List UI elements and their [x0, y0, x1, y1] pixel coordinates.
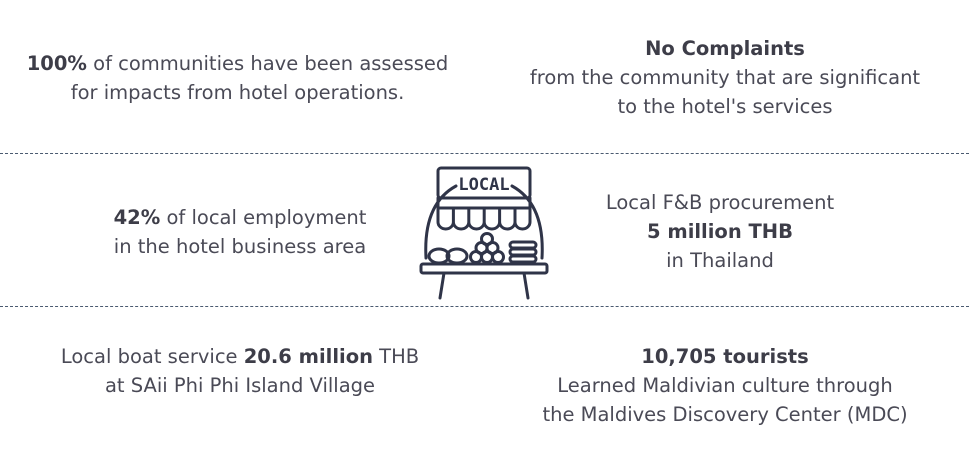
stat-text: of communities have been assessed [86, 52, 449, 75]
stat-communities-assessed: 100% of communities have been assessed f… [10, 49, 465, 107]
awning-top [436, 196, 532, 210]
stat-text-unit: THB [372, 345, 420, 368]
stat-value: No Complaints [645, 37, 805, 60]
arch-left [424, 184, 458, 260]
counter-top [419, 262, 549, 275]
counter-leg-left [438, 271, 446, 300]
stat-value: 100% [26, 52, 87, 75]
stat-value: 20.6 million [243, 345, 373, 368]
counter-leg-right [522, 271, 530, 300]
awning-scallops [436, 206, 532, 231]
stat-text-line3: the Maldives Discovery Center (MDC) [542, 403, 908, 426]
stat-text-line2: Learned Maldivian culture through [557, 374, 893, 397]
goods-ball [480, 232, 494, 246]
sign-text: LOCAL [458, 175, 509, 195]
stat-local-procurement: Local F&B procurement 5 million THB in T… [580, 188, 860, 275]
stat-local-employment: 42% of local employment in the hotel bus… [75, 203, 405, 261]
stat-local-boat-service: Local boat service 20.6 million THB at S… [30, 342, 450, 400]
stat-text-line2: from the community that are significant [529, 66, 921, 89]
stat-text: of local employment [160, 206, 367, 229]
stat-text: Local boat service [60, 345, 244, 368]
local-market-stall-icon: LOCAL [419, 166, 549, 300]
stat-text-line2: in the hotel business area [113, 235, 367, 258]
stat-text-line3: to the hotel's services [617, 95, 833, 118]
dashed-divider-top [0, 153, 969, 154]
stat-value: 10,705 tourists [641, 345, 809, 368]
stat-text-line3: in Thailand [666, 249, 774, 272]
dashed-divider-bottom [0, 306, 969, 307]
goods-plate [508, 247, 538, 257]
stat-tourists-mdc: 10,705 tourists Learned Maldivian cultur… [500, 342, 950, 429]
goods-plate [508, 240, 538, 250]
stat-text-line1: Local F&B procurement [605, 191, 835, 214]
stat-text-line2: for impacts from hotel operations. [70, 81, 405, 104]
stat-no-complaints: No Complaints from the community that ar… [500, 34, 950, 121]
stat-text-line2: at SAii Phi Phi Island Village [104, 374, 376, 397]
goods-plate [508, 254, 538, 264]
arch-right [510, 184, 544, 260]
stat-value: 5 million THB [647, 220, 793, 243]
stat-value: 42% [113, 206, 161, 229]
